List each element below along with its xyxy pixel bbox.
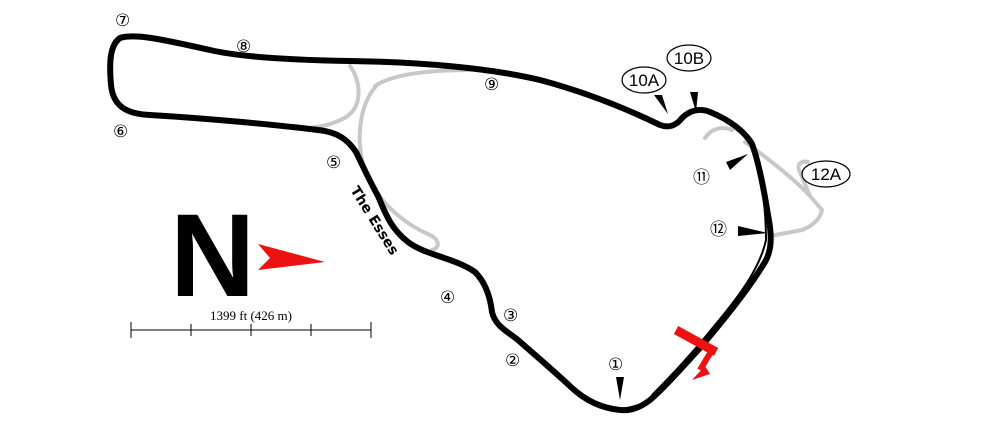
start-finish-marker <box>673 326 719 380</box>
turn-5-label: ⑤ <box>326 153 341 173</box>
turn-pointers <box>616 92 768 400</box>
turn-9-label: ⑨ <box>484 75 499 95</box>
track-outline <box>107 33 774 414</box>
turn-6-label: ⑥ <box>113 122 128 142</box>
scale-label: 1399 ft (426 m) <box>210 308 292 323</box>
turn-3-label: ③ <box>503 306 518 326</box>
turn-12-label: ⑫ <box>710 220 727 240</box>
turn-10a-badge: 10A <box>621 66 667 94</box>
turn-12a-badge: 12A <box>801 160 851 188</box>
turn-12a-label: 12A <box>811 165 842 184</box>
scale-bar <box>130 322 372 338</box>
turn-11-label: ⑪ <box>693 168 710 188</box>
turn-4-label: ④ <box>440 288 455 308</box>
turn-7-label: ⑦ <box>115 11 130 31</box>
turn-1-label: ① <box>608 355 623 375</box>
turn-8-label: ⑧ <box>236 37 251 57</box>
turn-10b-badge: 10B <box>666 44 712 72</box>
pit-lane-inner <box>596 403 639 410</box>
north-letter: N <box>170 190 255 322</box>
north-arrow-icon <box>258 244 325 270</box>
turn-2-label: ② <box>505 351 520 371</box>
pit-lane <box>651 149 768 396</box>
turn-10a-label: 10A <box>629 71 660 90</box>
turn-10b-label: 10B <box>674 49 704 68</box>
